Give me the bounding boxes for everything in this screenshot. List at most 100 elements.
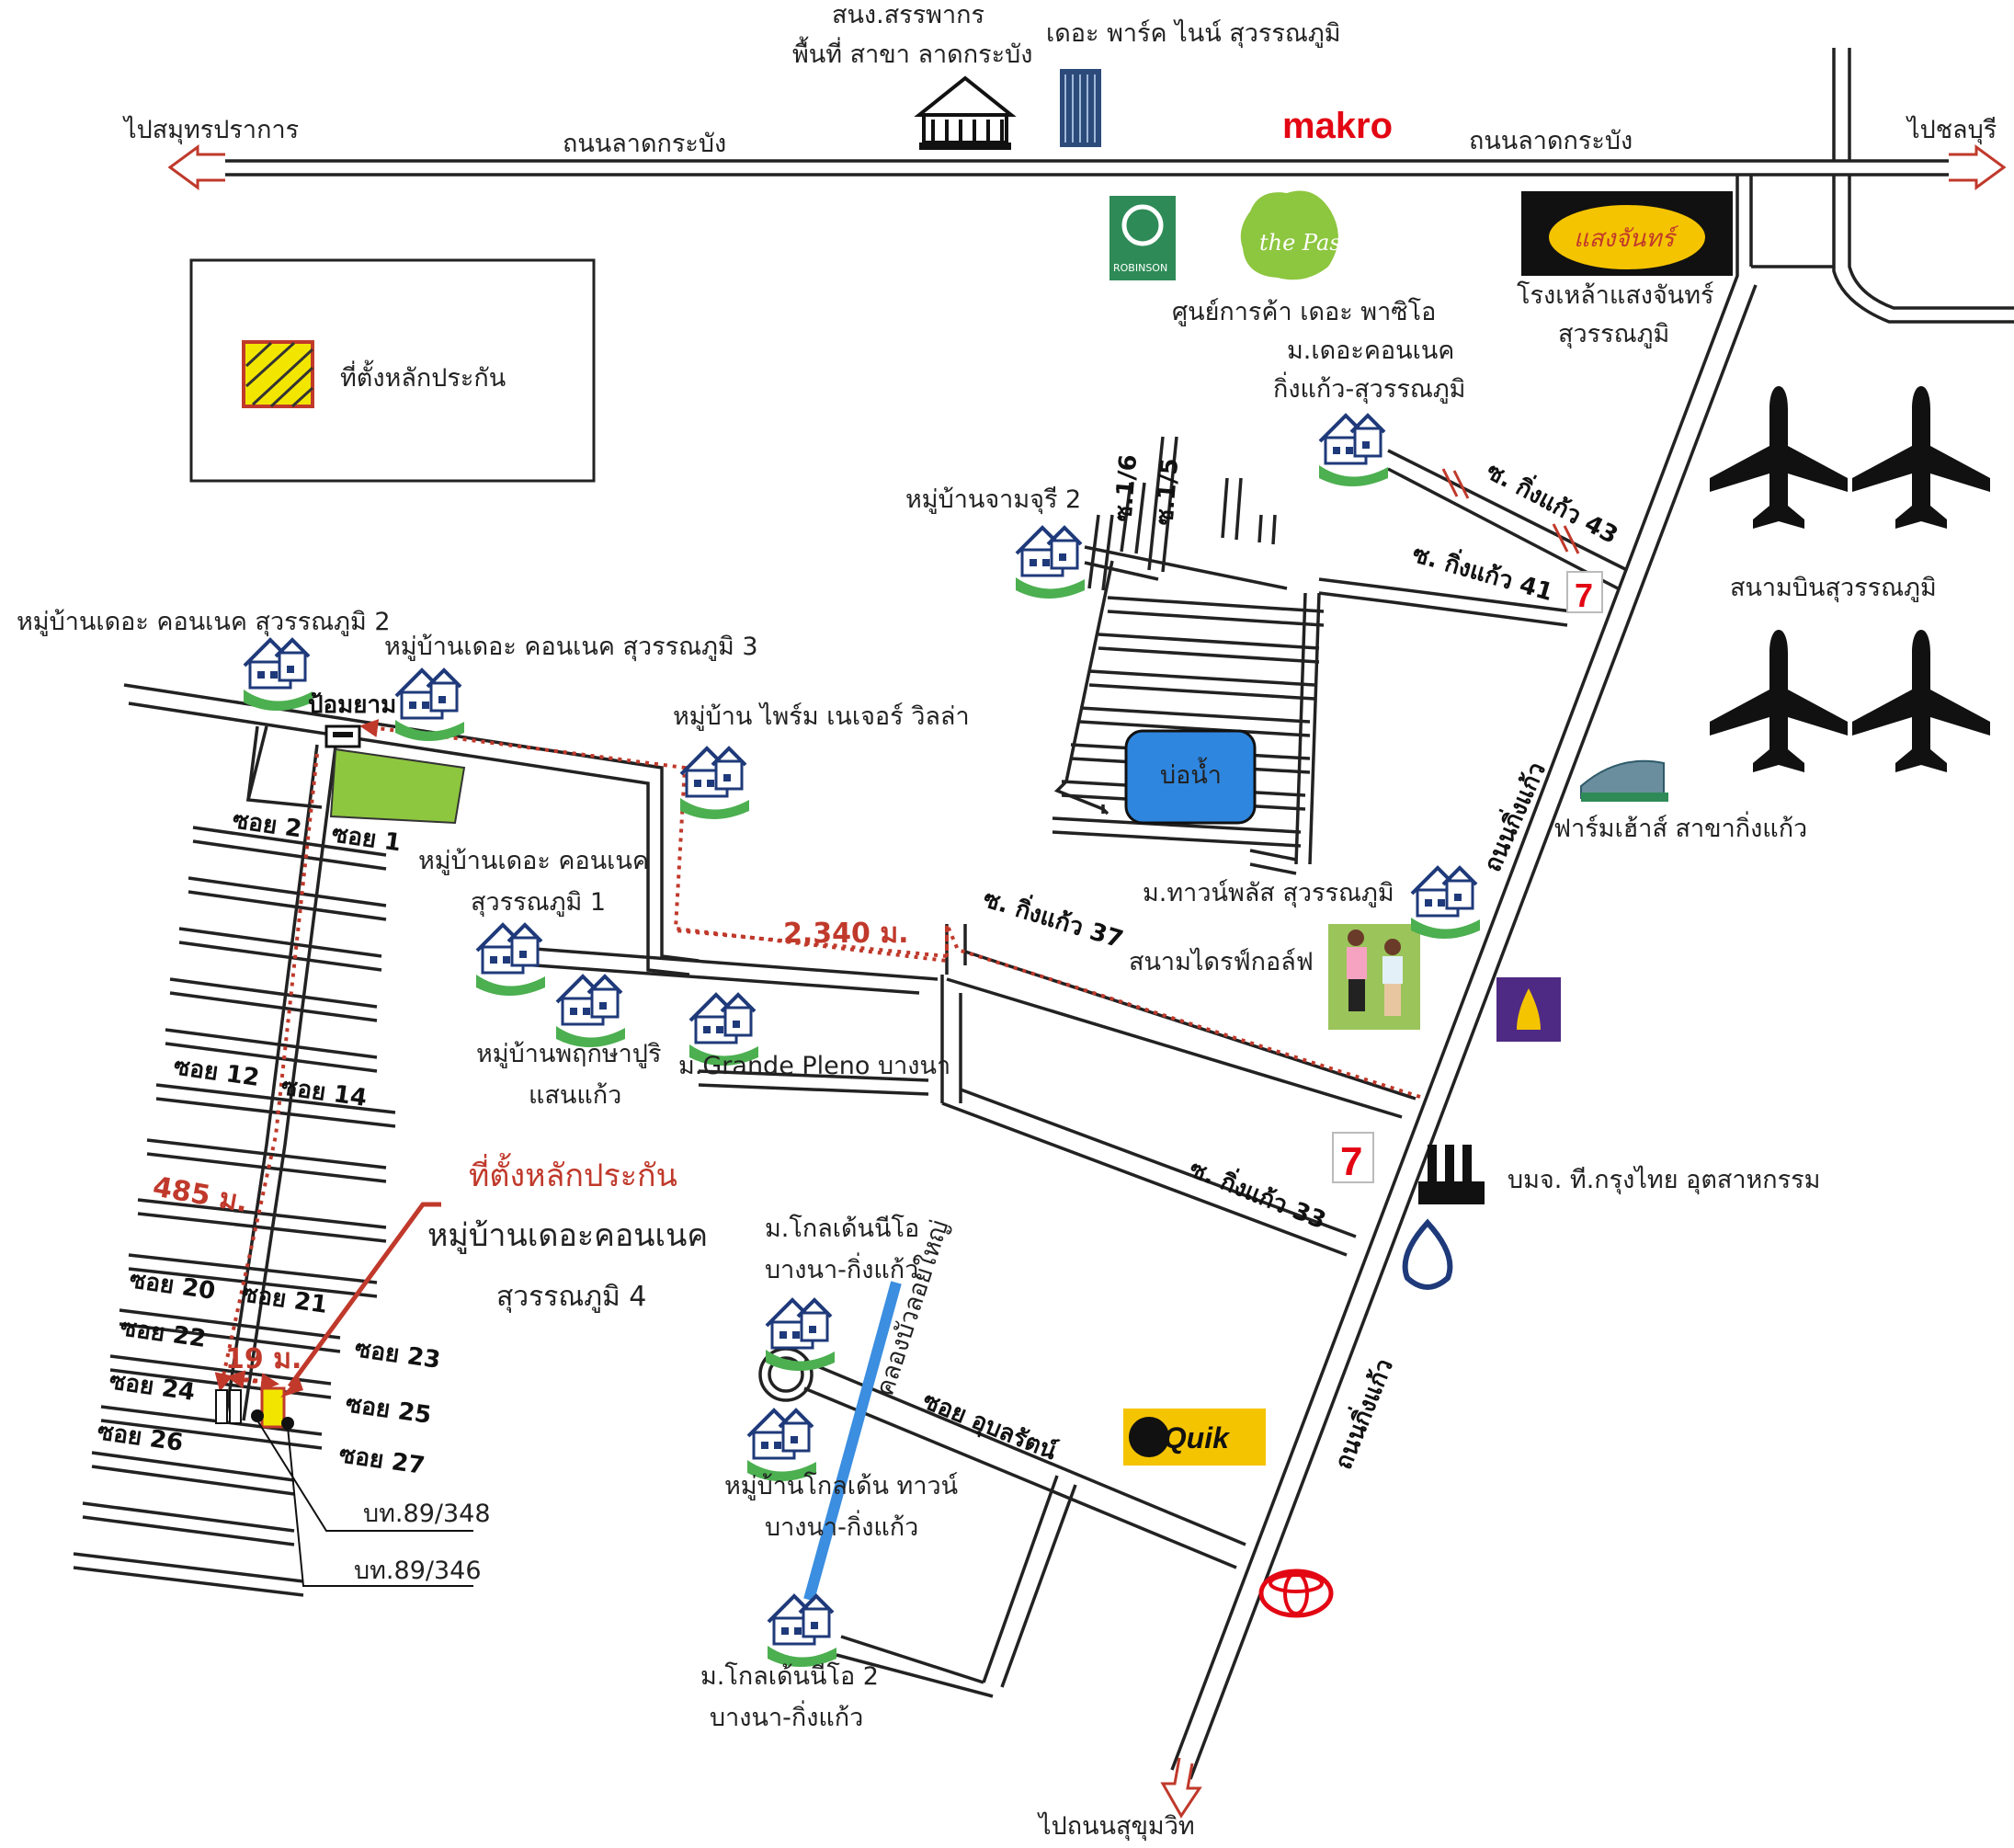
road-label-kk37: ซ. กิ่งแก้ว 37	[980, 881, 1128, 953]
paseo-logo: the Paseo	[1240, 190, 1367, 280]
svg-text:แสงจันทร์: แสงจันทร์	[1574, 225, 1678, 253]
road-label-s15: ซ.1/5	[1151, 457, 1184, 527]
golf-icon	[1328, 924, 1420, 1030]
distance-19: 19 ม.	[225, 1343, 302, 1375]
collateral-lot	[260, 1386, 286, 1429]
canal	[803, 1281, 902, 1602]
kingkaew-road	[1160, 175, 1758, 1819]
connect-kk-label-1: ม.เดอะคอนเนค	[1287, 337, 1454, 365]
farmhouse-label: ฟาร์มเฮ้าส์ สาขากิ่งแก้ว	[1553, 811, 1807, 843]
house-icon-townplus	[1409, 866, 1482, 941]
pond	[1124, 729, 1257, 825]
prime-label: หมู่บ้าน ไพร์ม เนเจอร์ วิลล่า	[673, 702, 970, 731]
right-destination: ไปชลบุรี	[1906, 116, 1997, 145]
road-label-kingkaew-2: ถนนกิ่งแก้ว	[1326, 1353, 1399, 1474]
target-line2: สุวรรณภูมิ 4	[496, 1281, 646, 1314]
seven-eleven-icon-1: 7	[1566, 571, 1603, 614]
target-line1: หมู่บ้านเดอะคอนเนค	[427, 1217, 708, 1254]
grande-label: ม.Grande Pleno บางนา	[678, 1052, 950, 1080]
brewery-logo: แสงจันทร์	[1521, 191, 1733, 276]
golden-neo2-label-1: ม.โกลเด้นนีโอ 2	[700, 1662, 879, 1691]
road-label-soi23: ซอย 23	[353, 1335, 442, 1375]
house-icon-golden-town	[745, 1409, 818, 1483]
pruksa-label-2: แสนแก้ว	[529, 1081, 621, 1110]
connect1-label-2: สุวรรณภูมิ 1	[471, 888, 606, 918]
golden-neo2-label-2: บางนา-กิ่งแก้ว	[710, 1700, 863, 1732]
house-icon-connect1	[474, 923, 547, 998]
factory-icon	[1418, 1145, 1485, 1204]
lot-a-label: บท.89/348	[363, 1500, 491, 1528]
house-icon-prime	[678, 747, 751, 821]
revenue-office-icon	[914, 75, 1017, 150]
townplus-label: ม.ทาวน์พลัส สุวรรณภูมิ	[1143, 878, 1394, 908]
lot-b-label: บท.89/346	[354, 1557, 482, 1585]
right-junction-roads	[1749, 48, 2014, 324]
road-label-soi25: ซอย 25	[344, 1390, 433, 1430]
chamchuri-label: หมู่บ้านจามจุรี 2	[905, 485, 1081, 515]
grande-road	[509, 945, 939, 1096]
golf-label: สนามไดรฟ์กอล์ฟ	[1129, 947, 1314, 976]
bangkok-bank-logo	[1402, 1218, 1453, 1290]
soi-kingkaew-43	[1387, 449, 1628, 590]
road-label-kk43: ซ. กิ่งแก้ว 43	[1482, 453, 1624, 550]
target-callout-arrow	[287, 1202, 441, 1388]
svg-text:B-Quik: B-Quik	[1132, 1421, 1231, 1454]
connect1-label-1: หมู่บ้านเดอะ คอนเนค	[418, 847, 649, 875]
makro-logo: makro	[1282, 106, 1393, 146]
road-name-left: ถนนลาดกระบัง	[563, 130, 726, 158]
tkrungthai-label: บมจ. ที.กรุงไทย อุตสาหกรรม	[1508, 1166, 1820, 1195]
pruksa-label-1: หมู่บ้านพฤกษาปูริ	[476, 1040, 661, 1068]
connect3-label: หมู่บ้านเดอะ คอนเนค สุวรรณภูมิ 3	[384, 633, 758, 662]
house-icon-golden-neo2	[766, 1594, 838, 1669]
golden-town-label-1: หมู่บ้านโกลเด้น ทาวน์	[724, 1471, 958, 1500]
road-label-ubonrat: ซอย อุบลรัตน์	[918, 1386, 1061, 1467]
canal-label: คลองบัวลอยใหญ่	[870, 1216, 954, 1399]
road-label-soi27: ซอย 27	[337, 1441, 427, 1480]
grid-neighborhood	[1052, 436, 1325, 875]
golden-neo-label-1: ม.โกลเด้นนีโอ	[765, 1215, 919, 1243]
toyota-logo	[1258, 1569, 1334, 1618]
gatehouse-icon	[324, 724, 361, 748]
bottom-destination: ไปถนนสุขุมวิท	[1037, 1812, 1195, 1842]
golden-town-label-2: บางนา-กิ่งแก้ว	[765, 1510, 918, 1542]
svg-text:the Paseo: the Paseo	[1259, 230, 1367, 256]
legend-swatch	[242, 340, 314, 408]
road-label-soi2: ซอย 2	[231, 806, 303, 843]
building-icon	[1060, 69, 1101, 147]
road-label-s16: ซ.1/6	[1109, 453, 1143, 523]
road-label-soi20: ซอย 20	[128, 1266, 217, 1306]
airport-label: สนามบินสุวรรณภูมิ	[1730, 574, 1937, 603]
house-icon-golden-neo	[764, 1298, 836, 1373]
revenue-label-2: พื้นที่ สาขา ลาดกระบัง	[792, 36, 1032, 69]
road-label-soi24: ซอย 24	[108, 1367, 197, 1407]
brewery-label-1: โรงเหล้าแสงจันทร์	[1517, 280, 1714, 310]
seven-eleven-icon-2: 7	[1332, 1132, 1374, 1184]
bquik-logo: B-Quik	[1123, 1409, 1266, 1466]
property-lots	[215, 1375, 473, 1587]
distance-2340: 2,340 ม.	[783, 918, 909, 950]
connect2-label: หมู่บ้านเดอะ คอนเนค สุวรรณภูมิ 2	[17, 608, 391, 637]
soi-kingkaew-41	[1318, 577, 1573, 627]
left-destination: ไปสมุทรปราการ	[122, 116, 299, 145]
farmhouse-icon	[1580, 759, 1668, 802]
road-label-soi1: ซอย 1	[330, 820, 403, 857]
gatehouse-label: ป้อมยาม	[308, 691, 396, 719]
legend-label: ที่ตั้งหลักประกัน	[340, 359, 506, 393]
pond-label: บ่อน้ำ	[1160, 757, 1222, 790]
road-label-soi21: ซอย 21	[240, 1280, 329, 1319]
house-icon-connect2	[242, 638, 314, 713]
robinson-logo: ROBINSON	[1109, 196, 1176, 280]
golden-neo-label-2: บางนา-กิ่งแก้ว	[765, 1252, 918, 1284]
park-nine-label: เดอะ พาร์ค ไนน์ สุวรรณภูมิ	[1046, 18, 1341, 49]
road-label-soi12: ซอย 12	[172, 1053, 261, 1092]
connect-kk-label-2: กิ่งแก้ว-สุวรรณภูมิ	[1273, 371, 1465, 405]
house-icon-connect-kk	[1317, 414, 1390, 488]
road-name-right: ถนนลาดกระบัง	[1469, 127, 1633, 155]
paseo-label: ศูนย์การค้า เดอะ พาซิโอ	[1172, 297, 1436, 326]
soi-kingkaew-33	[940, 975, 1357, 1257]
target-title: ที่ตั้งหลักประกัน	[469, 1153, 677, 1194]
ladkrabang-road	[167, 144, 2007, 190]
svg-text:7: 7	[1340, 1139, 1362, 1184]
brewery-label-2: สุวรรณภูมิ	[1558, 320, 1669, 349]
